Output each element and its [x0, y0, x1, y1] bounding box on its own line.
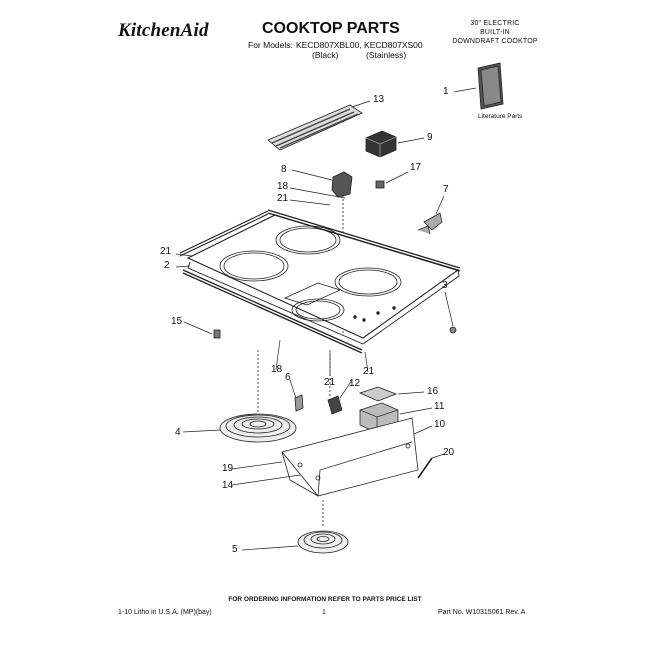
callout-12: 12	[349, 378, 361, 389]
trim-strip-front	[182, 269, 363, 354]
brand-logo: KitchenAid	[118, 20, 209, 41]
callout-9: 9	[427, 132, 433, 143]
vent-grille	[267, 104, 363, 151]
callout-16: 16	[427, 386, 439, 397]
callout-14: 14	[222, 480, 234, 491]
ordering-note: FOR ORDERING INFORMATION REFER TO PARTS …	[228, 596, 422, 603]
callout-21-lower: 21	[324, 377, 336, 388]
knob-part	[365, 130, 397, 158]
callout-21-left: 21	[160, 246, 172, 257]
literature-booklet	[477, 62, 504, 110]
terminal-part	[294, 394, 304, 412]
clip	[213, 329, 221, 339]
burner-ring-front-right	[291, 298, 345, 322]
callout-19: 19	[222, 463, 234, 474]
callout-4: 4	[175, 427, 181, 438]
knob-small-part	[331, 171, 353, 198]
surface-element-small	[297, 530, 349, 554]
callout-21-right: 21	[363, 366, 375, 377]
part-number: Part No. W10315061 Rev. A	[438, 609, 526, 616]
callout-20: 20	[443, 447, 455, 458]
mounting-bracket	[417, 212, 443, 235]
surface-element-large	[219, 413, 297, 443]
callout-7: 7	[443, 184, 449, 195]
screw	[449, 326, 457, 334]
callout-2: 2	[164, 260, 170, 271]
litho-info: 1-10 Litho in U.S.A. (MP)(bay)	[118, 609, 212, 616]
burner-ring-rear-left	[275, 225, 341, 255]
callout-11: 11	[434, 401, 445, 412]
callout-3: 3	[442, 280, 448, 291]
trim-strip-rear	[267, 209, 461, 272]
callout-5: 5	[232, 544, 238, 555]
terminal-block-top	[358, 386, 398, 402]
callout-21: 21	[277, 193, 289, 204]
product-description-line: BUILT-IN	[480, 29, 510, 36]
trim-strip-left	[179, 210, 269, 257]
callout-17: 17	[410, 162, 422, 173]
page-title: COOKTOP PARTS	[262, 20, 400, 37]
burner-ring-rear-right	[334, 267, 402, 297]
model-numbers: KECD807XBL00, KECD807XS00	[296, 40, 423, 50]
callout-18-lower: 18	[271, 364, 283, 375]
switch-part	[327, 395, 343, 415]
knob-spring	[375, 180, 385, 189]
burner-ring-front-left	[219, 250, 289, 282]
callout-18: 18	[277, 181, 289, 192]
finish-stainless: (Stainless)	[366, 50, 407, 60]
cooktop-glass	[186, 214, 460, 345]
callout-15: 15	[171, 316, 183, 327]
callout-1: 1	[443, 86, 449, 97]
mounting-screw	[417, 457, 433, 479]
mounting-plate	[281, 417, 419, 497]
literature-parts-label: Literature Parts	[478, 113, 523, 120]
callout-10: 10	[434, 419, 446, 430]
callout-13: 13	[373, 94, 385, 105]
product-description-line: DOWNDRAFT COOKTOP	[452, 38, 538, 45]
page-number: 1	[322, 609, 326, 616]
callout-6: 6	[285, 372, 291, 383]
finish-black: (Black)	[312, 50, 339, 60]
callout-8: 8	[281, 164, 287, 175]
product-description-line: 30" ELECTRIC	[470, 20, 520, 27]
models-label: For Models:	[248, 40, 293, 50]
